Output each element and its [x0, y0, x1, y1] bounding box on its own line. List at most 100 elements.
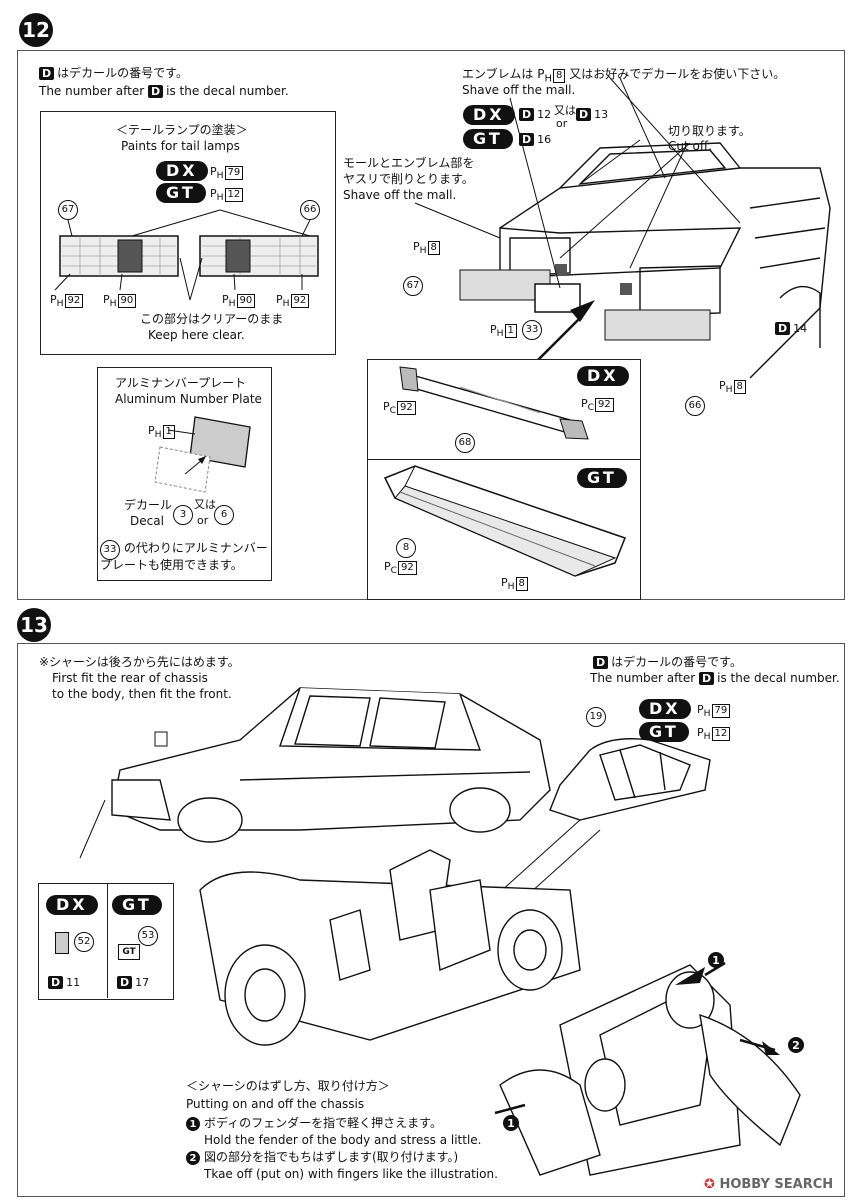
chassis-note-en-2: to the body, then fit the front. [52, 687, 232, 701]
decal-d-icon: D [48, 976, 64, 989]
decal-d-icon: D [148, 85, 164, 98]
part-8-label: 8 [396, 538, 416, 558]
gt-tag: GT [112, 895, 162, 915]
gt-tag: GT [463, 129, 513, 149]
gt-tag: GT [577, 468, 627, 488]
part-33-rear: 33 [522, 320, 542, 340]
rear-seat-drawing [549, 738, 711, 821]
keep-clear-jp: この部分はクリアーのまま [140, 312, 284, 326]
aluminum-plate-panel [97, 367, 272, 581]
dx-tag: DX [463, 105, 515, 125]
arrow-1-bottom: 1 [503, 1115, 519, 1131]
tail-lamp-title-jp: ＜テールランプの塗装＞ [116, 123, 248, 137]
tail-lamp-title-en: Paints for tail lamps [121, 139, 240, 153]
shave-mall-jp-2: ヤスリで削りとります。 [343, 172, 474, 186]
gt-tag: GT [156, 183, 206, 203]
tail-lamp-panel [40, 111, 336, 355]
decal-d-icon: D [519, 133, 535, 146]
dx-tag: DX [577, 366, 629, 386]
watermark: ✪ HOBBY SEARCH [704, 1177, 834, 1192]
plate-title-en: Aluminum Number Plate [115, 392, 262, 406]
part-19-label: 19 [586, 707, 606, 727]
chassis-note-en-1: First fit the rear of chassis [52, 671, 208, 685]
decal-3-label: 3 [173, 505, 193, 525]
cut-off-en: Cut off. [668, 139, 712, 153]
part-67-label: 67 [58, 200, 78, 220]
part-53-label: 53 [138, 926, 158, 946]
badge-divider [107, 883, 108, 998]
howto-title-en: Putting on and off the chassis [186, 1097, 365, 1111]
dx-tag: DX [46, 895, 98, 915]
plate-drawing [154, 416, 251, 493]
hands-chassis-drawing [494, 961, 801, 1176]
car-body-drawing [79, 687, 551, 859]
plate-note-2: プレートも使用できます。 [100, 558, 243, 572]
step-13-badge: 13 [17, 608, 51, 642]
howto-step-2-icon: 2 [186, 1151, 200, 1165]
howto-step-1-icon: 1 [186, 1117, 200, 1131]
emblem-note-en: Shave off the mall. [462, 83, 576, 97]
gt-tag: GT [639, 722, 689, 742]
plate-note-1: 33 の代わりにアルミナンバー [100, 540, 268, 560]
decal-d-icon: D [699, 672, 715, 685]
decal-d-icon: D [593, 656, 609, 669]
decal-d-icon: D [39, 67, 55, 80]
dx-badge-icon [55, 932, 69, 954]
tail-lamps-drawing [54, 209, 319, 301]
part-68-label: 68 [455, 433, 475, 453]
howto-title-jp: ＜シャーシのはずし方、取り付け方＞ [186, 1079, 390, 1093]
shave-mall-jp-1: モールとエンブレム部を [343, 156, 475, 170]
shave-mall-en: Shave off the mall. [343, 188, 457, 202]
howto-step-1-jp: ボディのフェンダーを指で軽く押さえます。 [204, 1116, 442, 1130]
dx-or-jp: 又は [554, 104, 576, 117]
chassis-note-jp: ※シャーシは後ろから先にはめます。 [39, 655, 240, 669]
decal-d-icon: D [576, 108, 592, 121]
part-33-note: 33 [100, 540, 120, 560]
howto-step-1-en: Hold the fender of the body and stress a… [204, 1133, 482, 1147]
decal-d-icon: D [117, 976, 133, 989]
part-66-rear: 66 [685, 396, 705, 416]
decal-6-label: 6 [214, 505, 234, 525]
step-12-badge: 12 [19, 13, 53, 47]
plate-decal-jp: デカール [124, 498, 173, 512]
part-67-rear: 67 [403, 276, 423, 296]
gt-spoiler-drawing [383, 465, 626, 577]
keep-clear-en: Keep here clear. [148, 328, 245, 342]
decal-d-icon: D [519, 108, 535, 121]
watermark-logo-icon: ✪ [704, 1177, 715, 1192]
plate-or-jp: 又は [194, 498, 216, 511]
car-rear-drawing [414, 77, 831, 389]
arrow-2-right: 2 [788, 1037, 804, 1053]
dx-bumper-drawing [399, 366, 589, 440]
gt-badge-icon: GT [118, 944, 140, 960]
howto-step-2-jp: 図の部分を指でもちはずします(取り付けます。) [204, 1150, 459, 1164]
plate-or-en: or [197, 514, 209, 527]
dx-tag: DX [156, 161, 208, 181]
